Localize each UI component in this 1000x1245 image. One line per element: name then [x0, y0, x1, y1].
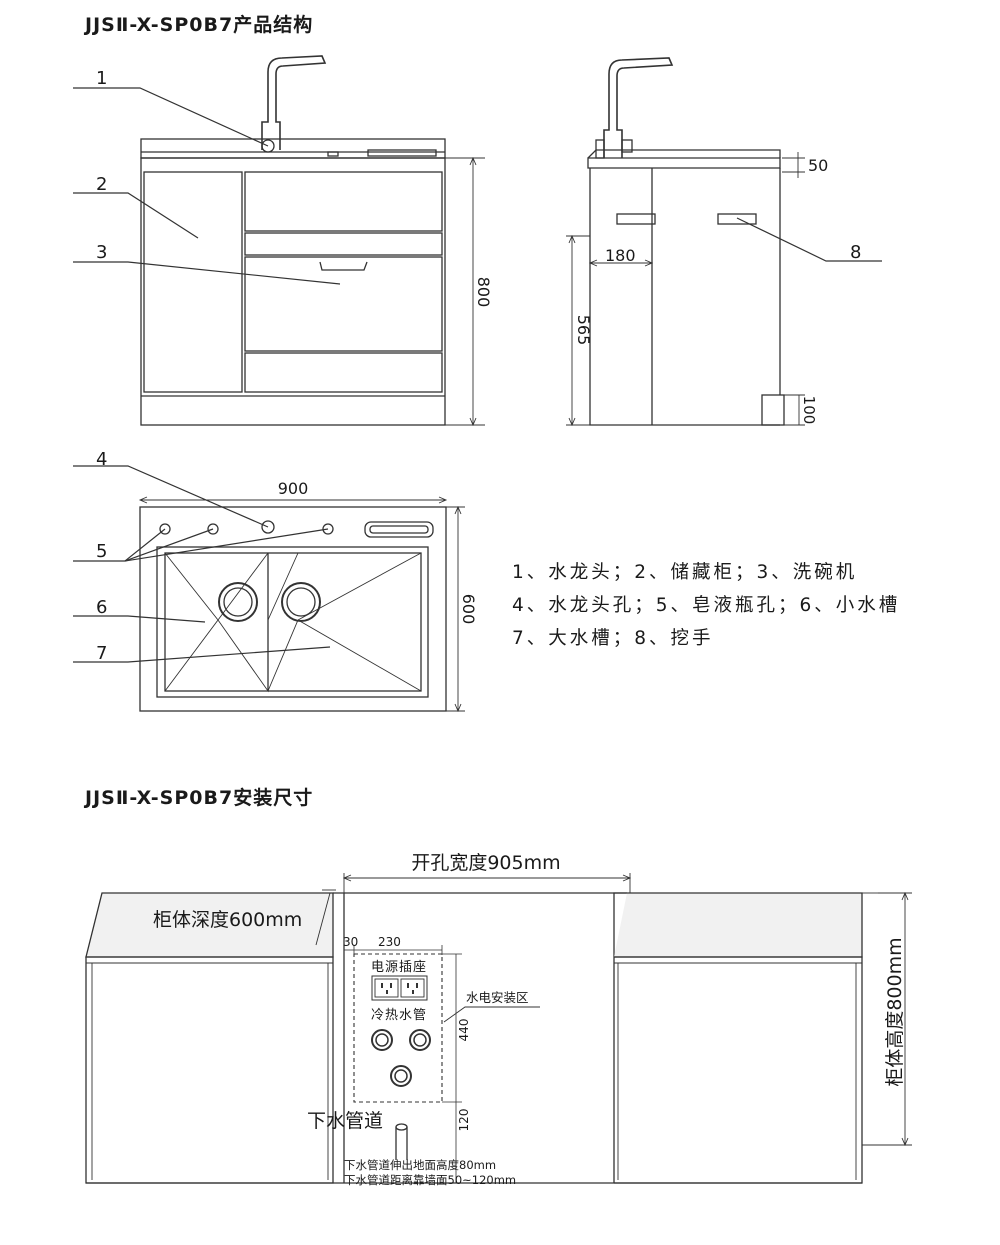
structure-title: JJSⅡ-X-SP0B7产品结构: [85, 14, 314, 36]
legend-line-1: 1、水龙头；2、储藏柜；3、洗碗机: [512, 562, 858, 583]
legend-line-2: 4、水龙头孔；5、皂液瓶孔；6、小水槽: [512, 595, 901, 616]
install-view: [85, 873, 912, 1184]
side-base-dim: 100: [800, 396, 818, 425]
zone-label: 水电安装区: [466, 990, 529, 1005]
side-depth-dim: 180: [605, 246, 636, 265]
front-height-dim: 800: [474, 277, 493, 308]
top-view: [73, 465, 465, 713]
top-depth-dim: 600: [459, 594, 478, 625]
socket-pins: [381, 983, 418, 994]
callout-6: 6: [96, 597, 107, 618]
install-title: JJSⅡ-X-SP0B7安装尺寸: [85, 787, 314, 809]
side-view: [566, 57, 882, 427]
callout-5: 5: [96, 541, 107, 562]
callout-1: 1: [96, 68, 107, 89]
dim-120: 120: [457, 1109, 471, 1132]
drain-note-2: 下水管道距离靠墙面50~120mm: [344, 1173, 516, 1187]
dim-230: 230: [378, 935, 401, 949]
side-top-dim: 50: [808, 156, 828, 175]
dim-30: 30: [343, 935, 358, 949]
socket-label: 电源插座: [371, 960, 427, 975]
cabinet-height-label: 柜体高度800mm: [884, 937, 906, 1086]
front-view: [73, 55, 485, 427]
pipe-label: 冷热水管: [371, 1008, 427, 1023]
legend-line-3: 7、大水槽；8、挖手: [512, 628, 714, 649]
callout-4: 4: [96, 449, 107, 470]
callout-7: 7: [96, 643, 107, 664]
cabinet-depth-label: 柜体深度600mm: [153, 909, 302, 931]
cutout-width-label: 开孔宽度905mm: [411, 852, 560, 874]
callout-3: 3: [96, 242, 107, 263]
side-height-dim: 565: [574, 315, 593, 346]
dim-440: 440: [457, 1019, 471, 1042]
top-width-dim: 900: [278, 479, 309, 498]
parts-legend: 1、水龙头；2、储藏柜；3、洗碗机 4、水龙头孔；5、皂液瓶孔；6、小水槽 7、…: [512, 556, 900, 655]
callout-2: 2: [96, 174, 107, 195]
callout-8: 8: [850, 242, 861, 263]
drain-note-1: 下水管道伸出地面高度80mm: [344, 1158, 496, 1172]
drain-label: 下水管道: [307, 1110, 383, 1132]
